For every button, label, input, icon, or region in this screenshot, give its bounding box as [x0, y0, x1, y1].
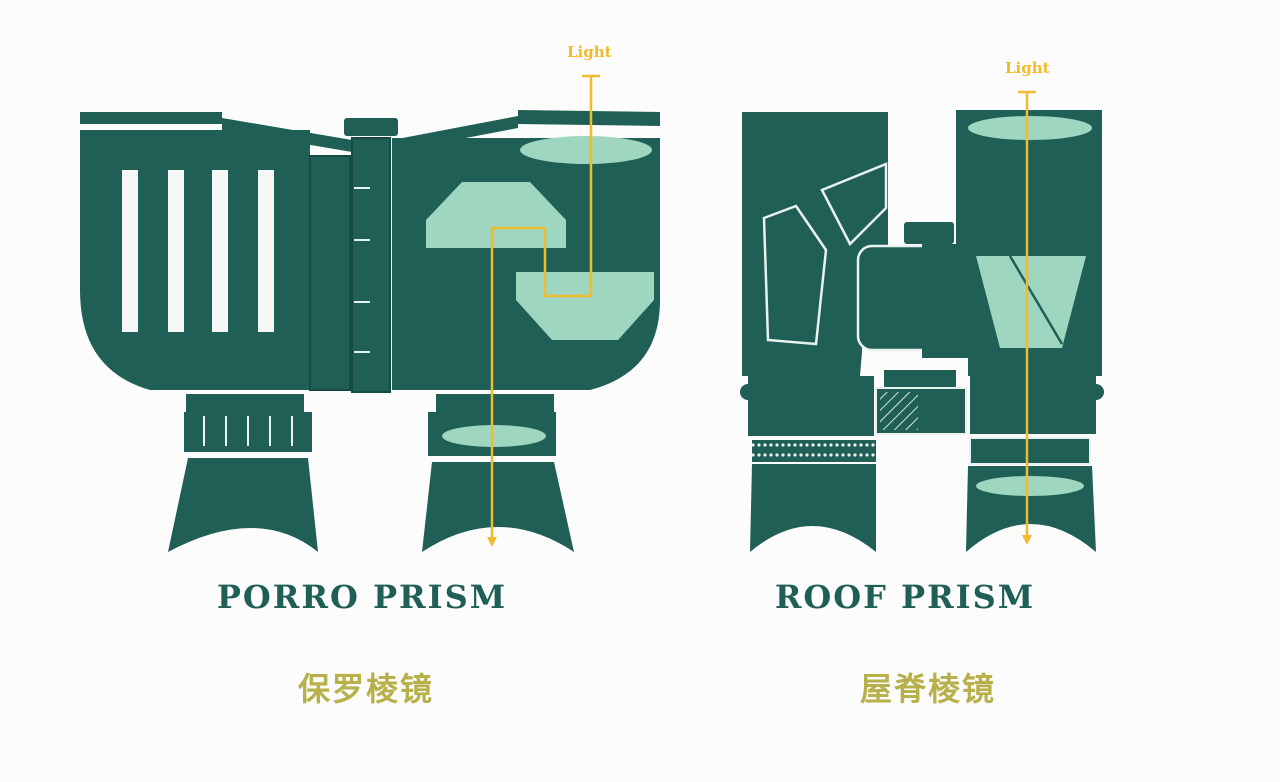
roof-prism-split: [1008, 255, 1064, 345]
roof-hinge-center: [922, 244, 970, 358]
roof-left-knurl-ring: [752, 440, 876, 462]
porro-grip-slots: [122, 170, 274, 332]
roof-light-label: Light: [1005, 59, 1050, 77]
porro-subtitle: 保罗棱镜: [297, 670, 434, 708]
roof-right-lower-body: [970, 376, 1096, 434]
porro-binocular: [80, 74, 660, 552]
roof-light-path: [1018, 90, 1036, 545]
roof-focus-knob: [904, 222, 954, 244]
roof-prism: [976, 256, 1086, 348]
porro-left-body: [80, 130, 310, 390]
porro-title: PORRO PRISM: [216, 578, 508, 616]
porro-focus-knob: [344, 118, 398, 136]
porro-right-body: [392, 138, 660, 390]
roof-focus-wheel-top: [884, 370, 956, 390]
porro-light-label: Light: [567, 43, 612, 61]
roof-eyepiece-lens: [976, 476, 1084, 496]
roof-left-eyepiece: [750, 464, 876, 552]
roof-focus-wheel-hatch: [880, 392, 918, 430]
porro-objective-lens: [520, 136, 652, 164]
porro-left-top-bar: [80, 112, 222, 124]
roof-left-prism-outline-2: [820, 162, 888, 247]
porro-hinge-ticks: [354, 187, 370, 353]
porro-hinge-column: [351, 137, 391, 393]
roof-objective-lens: [968, 116, 1092, 140]
roof-right-ring: [969, 437, 1091, 465]
porro-eyepiece-lens: [442, 425, 546, 447]
roof-left-lower-body: [748, 376, 874, 436]
porro-left-body-panel: [309, 155, 351, 391]
porro-prism-upper: [426, 182, 566, 248]
porro-right-eyepiece: [422, 394, 574, 552]
porro-light-path: [487, 74, 600, 547]
roof-title: ROOF PRISM: [774, 578, 1036, 616]
roof-binocular: [740, 90, 1104, 552]
roof-left-prism-outline-1: [762, 204, 828, 346]
porro-right-top-bar: [518, 110, 660, 126]
porro-prism-lower: [516, 272, 654, 340]
roof-subtitle: 屋脊棱镜: [859, 670, 996, 708]
porro-left-eyepiece: [168, 394, 318, 552]
